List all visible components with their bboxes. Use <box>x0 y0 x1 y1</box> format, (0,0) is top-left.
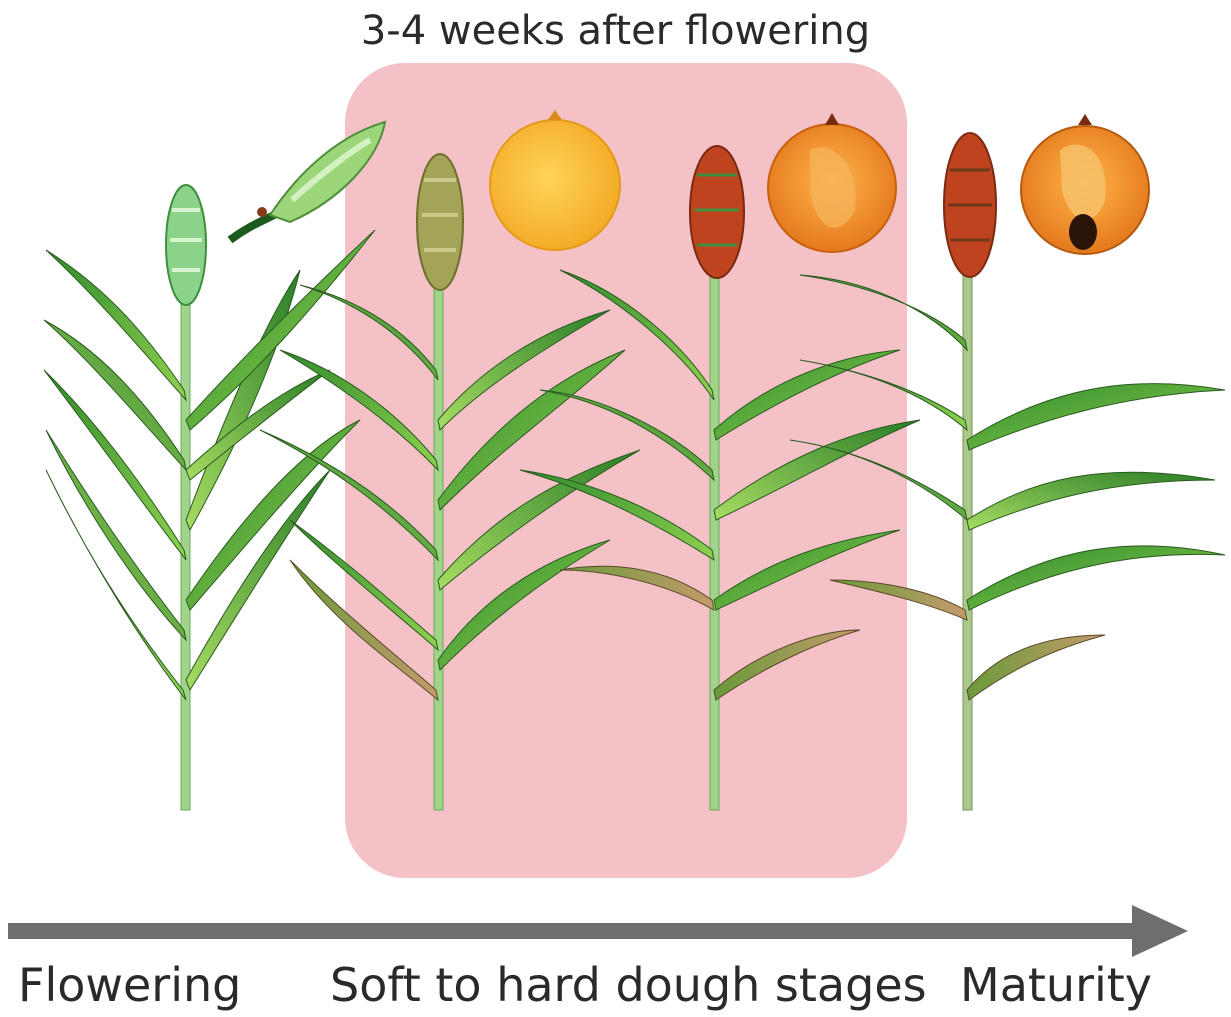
stage-label-maturity: Maturity <box>960 958 1152 1012</box>
grain-mature-black-layer <box>1021 114 1149 254</box>
stage-label-flowering: Flowering <box>18 958 241 1012</box>
timeline-arrow <box>8 905 1188 957</box>
sorghum-plant-flowering <box>44 185 375 810</box>
stage-label-dough: Soft to hard dough stages <box>330 958 927 1012</box>
diagram-title: 3-4 weeks after flowering <box>0 8 1231 54</box>
